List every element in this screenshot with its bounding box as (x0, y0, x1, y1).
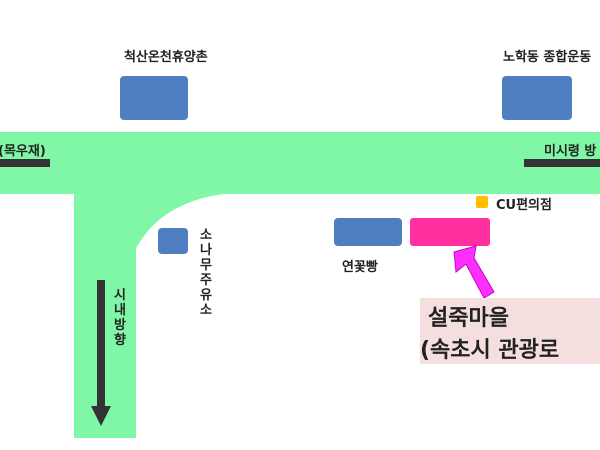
down-arrow-icon (91, 280, 111, 426)
road-bar-west (0, 159, 50, 167)
building-bakery[interactable] (334, 218, 402, 246)
pointer-arrow-icon (453, 245, 495, 299)
label-sinae-direction: 시 내 방 향 (114, 288, 126, 348)
building-nohak-sports[interactable] (502, 76, 572, 120)
building-sonamu-gas[interactable] (158, 228, 188, 254)
label-cu-store: CU편의점 (496, 198, 552, 213)
label-nohak-sports: 노학동 종합운동 (503, 50, 592, 65)
callout-title: 설죽마을 (428, 306, 509, 331)
main-horizontal-road (0, 132, 600, 194)
callout-box (420, 298, 600, 364)
destination-highlight[interactable] (410, 218, 490, 246)
road-bar-east (524, 159, 600, 167)
label-cheoksan-spa: 척산온천휴양촌 (124, 50, 208, 65)
callout-address: (속초시 관광로 (420, 338, 560, 363)
road-curve (134, 192, 254, 252)
store-marker-icon (476, 196, 488, 208)
label-bakery: 연꽃빵 (342, 260, 378, 275)
building-cheoksan-spa[interactable] (120, 76, 188, 120)
label-sonamu-gas: 소 나 무 주 유 소 (200, 228, 212, 318)
road-label-west: (목우재) (0, 144, 46, 159)
road-label-east: 미시령 방 (544, 144, 597, 159)
